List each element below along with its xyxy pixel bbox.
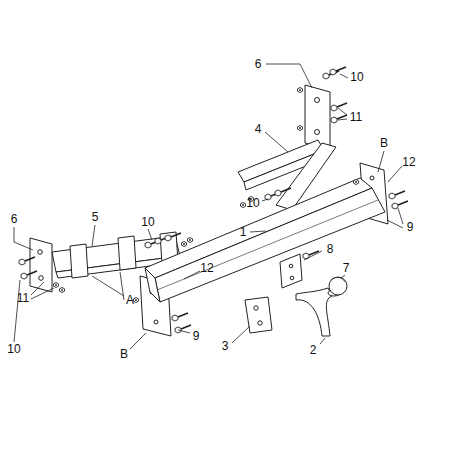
callout-number: 9 [192, 329, 201, 343]
callout-number: 10 [245, 196, 260, 210]
callout-number: 10 [6, 342, 21, 356]
callout-number: 7 [342, 261, 351, 275]
callout-number: 6 [254, 57, 263, 71]
callout-number: 12 [199, 261, 214, 275]
callout-number: 1 [239, 225, 248, 239]
callout-number: 9 [406, 220, 415, 234]
section-letter: B [379, 136, 389, 150]
callout-number: 11 [349, 110, 363, 124]
callout-number: 2 [309, 343, 318, 357]
callout-number: 3 [221, 339, 230, 353]
callout-number: 10 [140, 215, 155, 229]
callout-number: 10 [349, 70, 364, 84]
callout-number: 8 [326, 242, 335, 256]
callout-number: 4 [254, 122, 263, 136]
section-letter: A [125, 293, 135, 307]
callout-number: 11 [16, 291, 30, 305]
section-letter: B [119, 347, 129, 361]
callout-number: 12 [401, 155, 416, 169]
callout-number: 5 [91, 210, 100, 224]
callout-number: 6 [10, 212, 19, 226]
